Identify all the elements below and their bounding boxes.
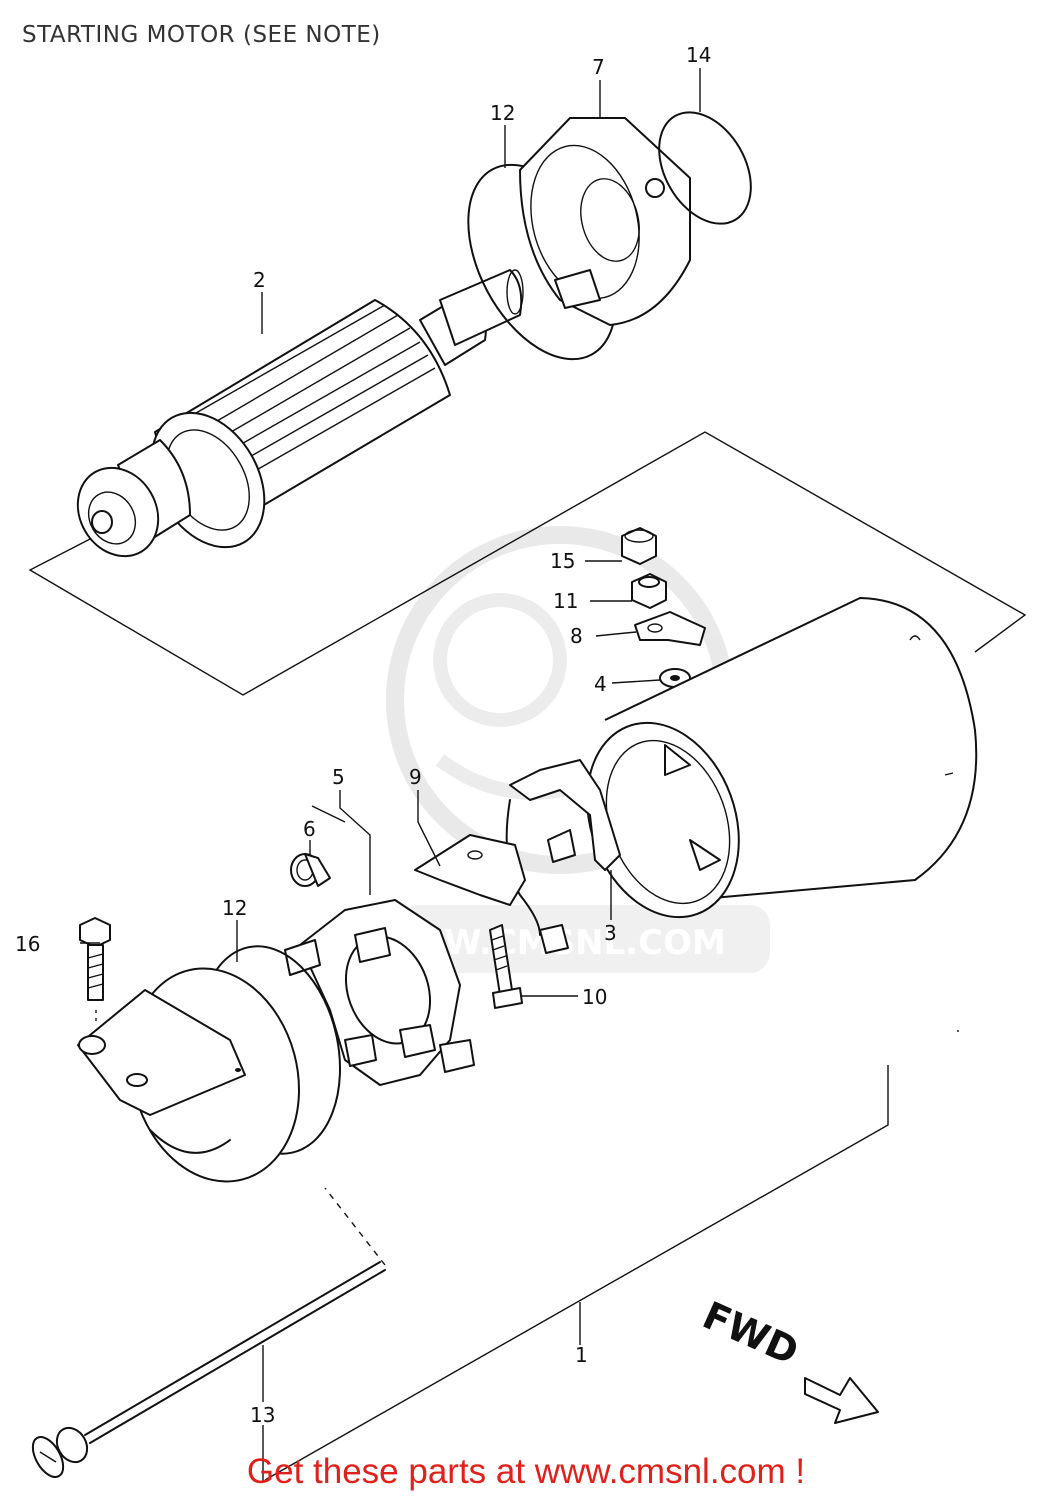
callout-labels: 7 14 12 2 15 11 8 4 5 9 6 3 10 16 12 13 …	[15, 43, 711, 1427]
nut-part-11	[631, 573, 667, 609]
nut-part-15	[621, 527, 657, 565]
watermark-logo: W.CMSNL.COM	[386, 526, 770, 973]
callout-11: 11	[553, 589, 578, 613]
callout-12-upper: 12	[490, 101, 515, 125]
spring-part-6	[290, 853, 331, 887]
rear-housing	[77, 967, 300, 1183]
watermark-text: W.CMSNL.COM	[444, 923, 726, 963]
o-ring-part-14	[658, 111, 752, 225]
callout-12-lower: 12	[222, 896, 247, 920]
callout-10: 10	[582, 985, 607, 1009]
fwd-direction-arrow: FWD	[696, 1293, 879, 1424]
fwd-label: FWD	[696, 1293, 805, 1374]
group-bracket-housing	[264, 1030, 959, 1481]
front-housing-part-7	[519, 117, 691, 326]
callout-4: 4	[594, 672, 607, 696]
callout-15: 15	[550, 549, 575, 573]
leader-lines	[80, 68, 701, 1482]
callout-14: 14	[686, 43, 711, 67]
callout-8: 8	[570, 624, 583, 648]
callout-13: 13	[250, 1403, 275, 1427]
callout-2: 2	[253, 268, 266, 292]
yoke-housing-part-1	[586, 597, 978, 919]
callout-3: 3	[604, 921, 617, 945]
group-bracket-armature	[28, 431, 1027, 696]
callout-5: 5	[332, 765, 345, 789]
callout-6: 6	[303, 817, 316, 841]
bolt-part-10	[489, 924, 523, 1009]
page-title: STARTING MOTOR (SEE NOTE)	[22, 22, 381, 48]
callout-1: 1	[575, 1343, 588, 1367]
brush-holder-part-5	[284, 899, 475, 1086]
callout-16: 16	[15, 932, 40, 956]
through-bolt-part-13	[31, 1187, 386, 1478]
terminal-part-3	[505, 759, 621, 954]
promo-link[interactable]: Get these parts at www.cmsnl.com !	[246, 1452, 806, 1491]
callout-9: 9	[409, 765, 422, 789]
insulator-plate-part-9	[414, 834, 526, 906]
callout-7: 7	[592, 55, 605, 79]
armature-part-2	[76, 269, 524, 558]
terminal-plate-part-8	[634, 611, 706, 646]
bolt-part-16	[79, 917, 111, 1022]
